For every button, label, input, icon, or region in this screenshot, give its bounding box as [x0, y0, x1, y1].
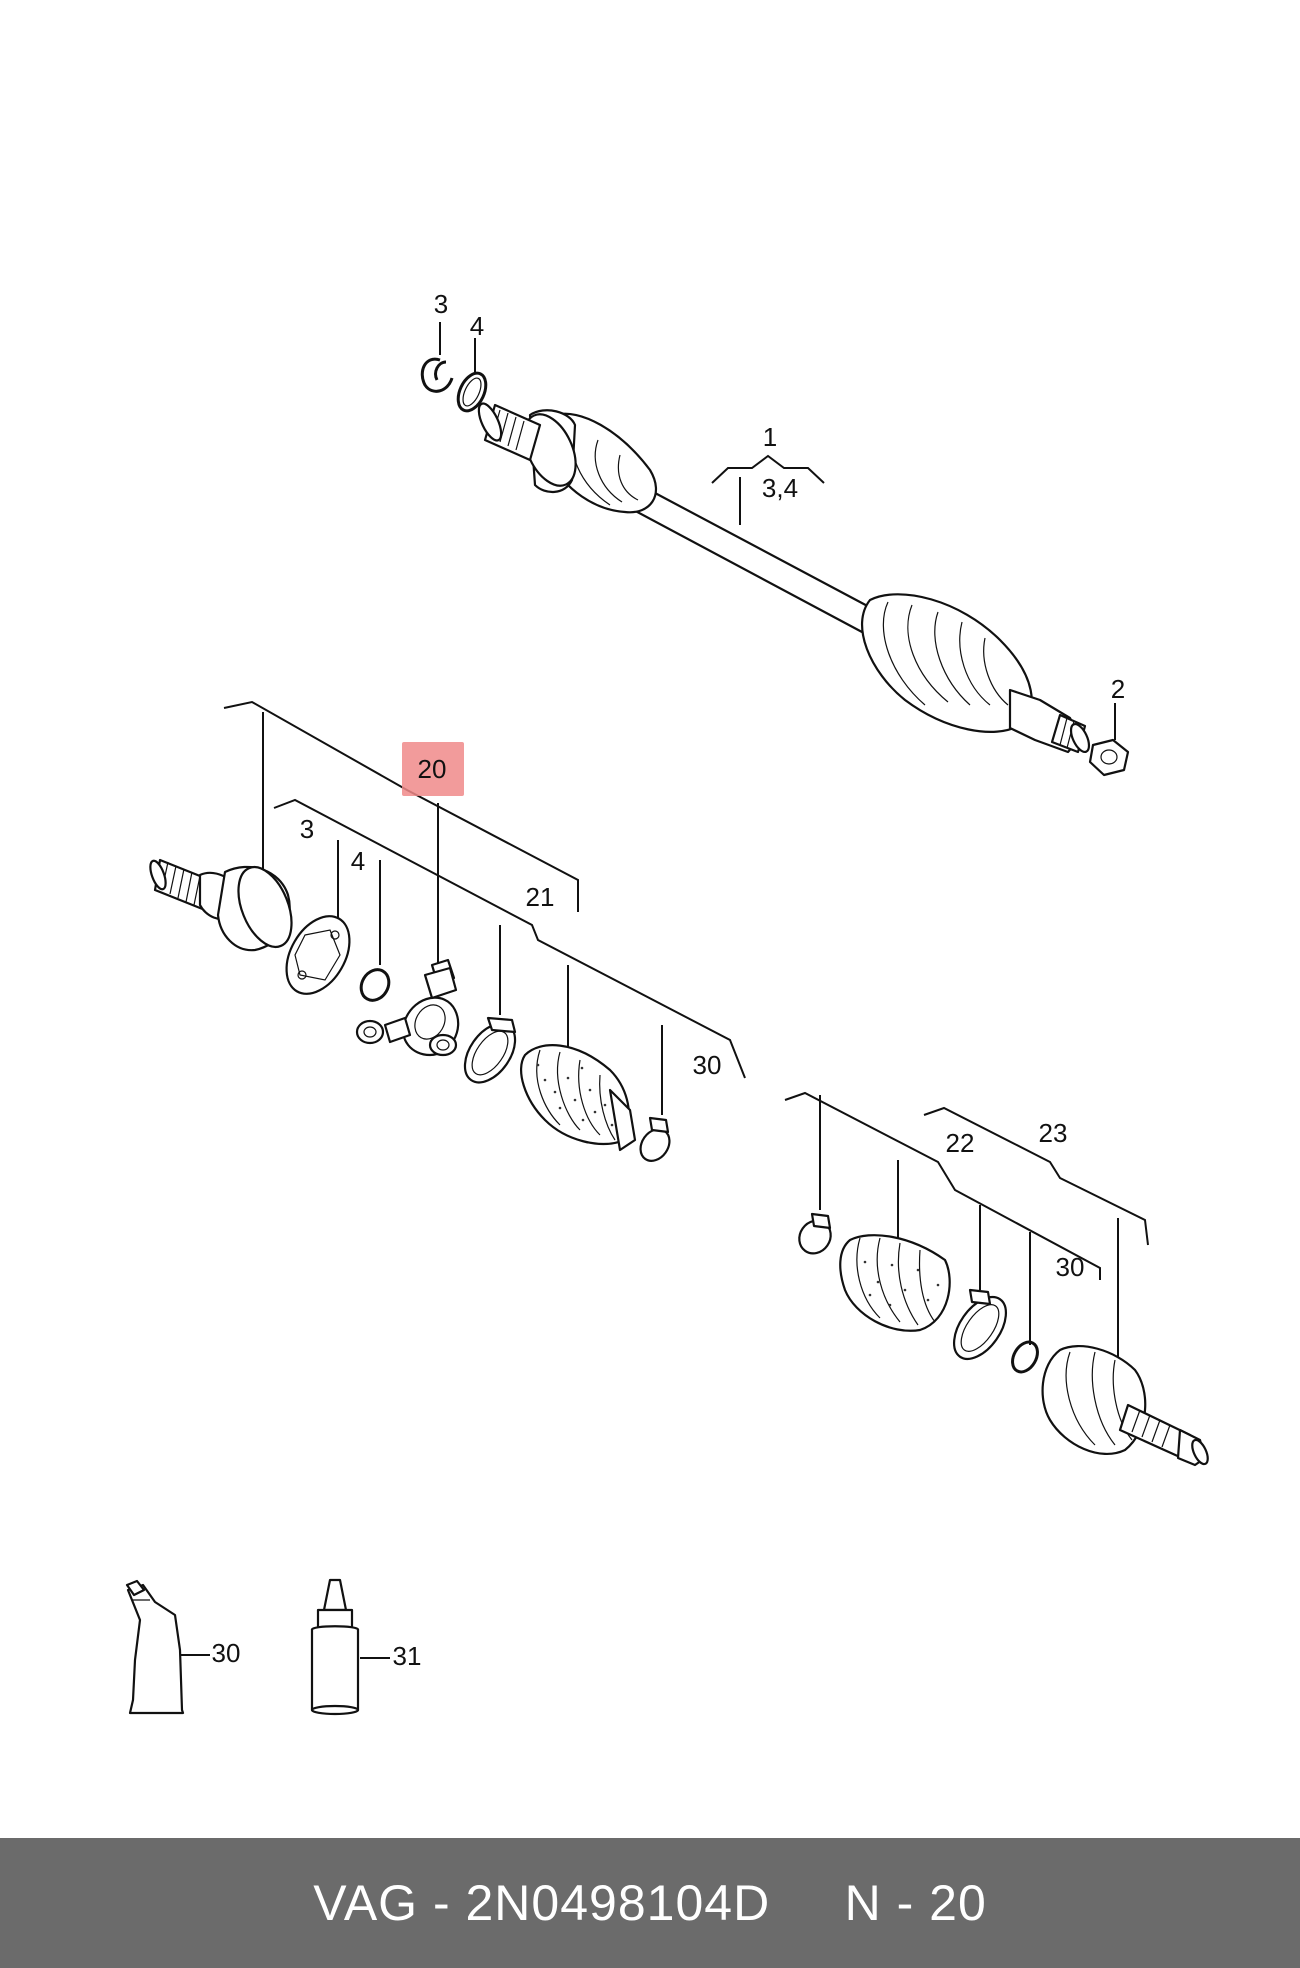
circlip-part-3-lower: [359, 968, 391, 1002]
hose-clamp-small-right: [798, 1212, 832, 1255]
highlight-box-20: [402, 742, 464, 796]
callout-1: 1: [763, 422, 777, 452]
callout-23: 23: [1039, 1118, 1068, 1148]
callout-3-4: 3,4: [762, 473, 798, 503]
callout-3-lower: 3: [300, 814, 314, 844]
inner-joint-housing: [149, 858, 293, 952]
hex-nut-part-2: [1088, 738, 1130, 777]
callout-30-right: 30: [1056, 1252, 1085, 1282]
callout-21: 21: [526, 882, 555, 912]
callout-30-lower: 30: [693, 1050, 722, 1080]
callout-4-lower: 4: [351, 846, 365, 876]
part-number-text: VAG - 2N0498104D N - 20: [313, 1875, 987, 1931]
sealant-bottle-icon: [310, 1578, 360, 1716]
retaining-ring-part-4: [456, 371, 488, 413]
grease-tube-icon: [125, 1579, 185, 1715]
callout-20-highlighted[interactable]: 20: [418, 754, 447, 784]
part-number-footer: VAG - 2N0498104D N - 20: [0, 1838, 1300, 1968]
circlip-part-22: [1011, 1340, 1039, 1374]
hose-clamp-large-right: [952, 1288, 1008, 1360]
callout-2: 2: [1111, 674, 1125, 704]
callout-30-tube: 30: [212, 1638, 241, 1668]
tripod-spider-part-20: [355, 958, 460, 1057]
drive-shaft-exploded-diagram: 3 4 1 3,4 2 20: [125, 289, 1209, 1716]
callout-31: 31: [393, 1641, 422, 1671]
outer-joint-boot: [839, 1234, 951, 1332]
circlip-part-3: [420, 357, 454, 393]
drive-shaft-assembly: [477, 402, 1091, 754]
callout-3-upper: 3: [434, 289, 448, 319]
callout-4-upper: 4: [470, 311, 484, 341]
outer-cv-joint: [1041, 1345, 1209, 1467]
joint-cover-plate: [285, 915, 351, 995]
hose-clamp-small: [639, 1116, 671, 1162]
hose-clamp-large: [463, 1016, 517, 1084]
inner-joint-boot: [520, 1044, 637, 1152]
callout-22: 22: [946, 1128, 975, 1158]
